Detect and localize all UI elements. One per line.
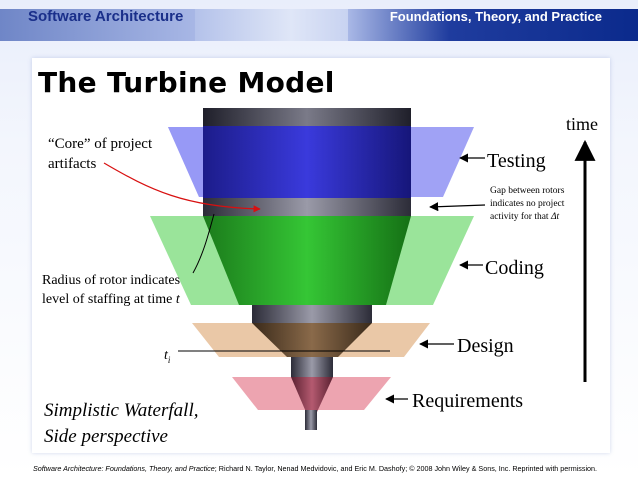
radius-pointer-line	[192, 213, 215, 274]
gap-note-var: Δt	[550, 212, 560, 222]
core-cap	[203, 108, 411, 126]
gap-arrow	[429, 202, 486, 212]
time-label: time	[566, 114, 598, 134]
header-mid-band	[195, 9, 355, 41]
gap-note-line2: indicates no project	[490, 199, 565, 209]
header-left-band	[0, 9, 200, 41]
radius-label-line2-text: level of staffing at time	[42, 292, 176, 307]
radius-label-line1: Radius of rotor indicates	[42, 273, 180, 288]
gap-note-line3: activity for that Δt	[490, 211, 560, 222]
core-testing-segment	[203, 126, 411, 198]
gap-note-line1: Gap between rotors	[490, 186, 565, 196]
footer-book-title: Software Architecture: Foundations, Theo…	[33, 464, 215, 473]
slide-title: The Turbine Model	[38, 66, 335, 99]
header-bar	[0, 9, 638, 41]
footer-citation: Software Architecture: Foundations, Theo…	[33, 464, 597, 473]
testing-label: Testing	[487, 150, 546, 172]
footer-rest: ; Richard N. Taylor, Nenad Medvidovic, a…	[214, 464, 598, 473]
header-left-title: Software Architecture	[28, 8, 184, 25]
core-gap-segment-2	[252, 305, 372, 323]
core-pointer-arrow	[103, 162, 261, 213]
caption-line2: Side perspective	[44, 426, 168, 447]
ti-label: ti	[164, 348, 171, 365]
caption-line1: Simplistic Waterfall,	[44, 400, 198, 421]
ti-label-sub: i	[168, 355, 171, 365]
radius-label-line2: level of staffing at time t	[42, 292, 181, 307]
core-gap-segment-3	[291, 357, 333, 377]
header-right-band	[348, 9, 638, 41]
testing-rotor-front	[168, 127, 203, 197]
radius-label-var: t	[176, 292, 181, 307]
core-label-line1: “Core” of project	[48, 136, 153, 152]
requirements-label: Requirements	[412, 390, 523, 412]
header-right-title: Foundations, Theory, and Practice	[389, 9, 602, 24]
core-label-line2: artifacts	[48, 156, 96, 172]
ti-label-main: t	[164, 348, 169, 363]
core-coding-segment	[203, 216, 411, 305]
core-requirements-segment	[291, 377, 333, 412]
gap-note-line3-text: activity for that	[490, 211, 551, 222]
core-design-segment	[252, 323, 372, 357]
core-stem	[305, 410, 317, 430]
coding-label: Coding	[485, 257, 544, 279]
design-label: Design	[457, 335, 514, 357]
